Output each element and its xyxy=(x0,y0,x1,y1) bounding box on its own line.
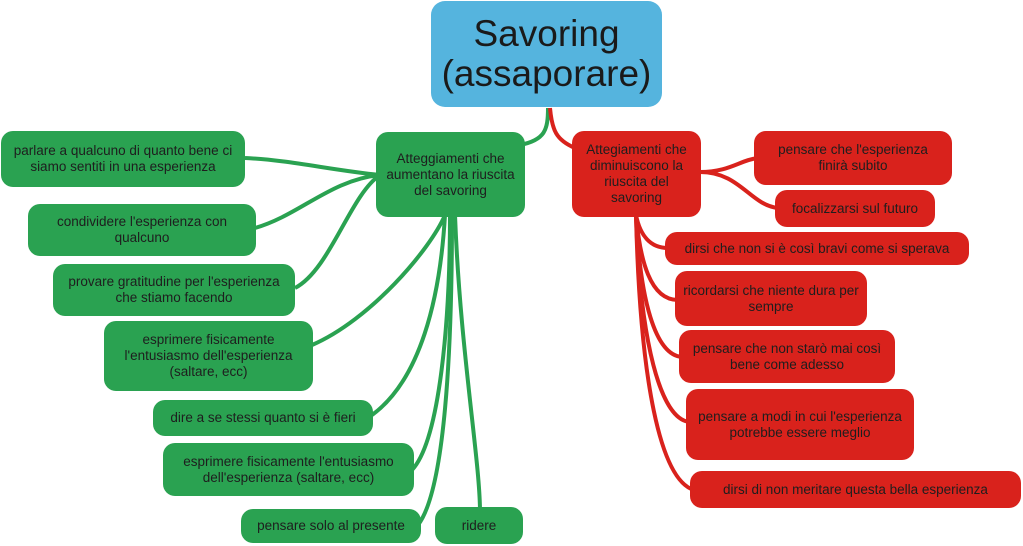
link-inc-8 xyxy=(453,214,482,513)
decrease-item-4[interactable]: ricordarsi che niente dura per sempre xyxy=(675,271,867,326)
increase-item-8[interactable]: ridere xyxy=(435,507,523,544)
decrease-item-3-label: dirsi che non si è così bravi come si sp… xyxy=(684,240,950,256)
link-dec-1 xyxy=(699,156,759,174)
link-inc-2 xyxy=(254,173,381,230)
link-dec-7 xyxy=(634,214,695,492)
link-inc-6 xyxy=(410,214,452,472)
branch-increase-label: Atteggiamenti che aumentano la riuscita … xyxy=(386,150,515,198)
root-node[interactable]: Savoring (assaporare) xyxy=(431,1,662,107)
increase-item-4-label: esprimere fisicamente l'entusiasmo dell'… xyxy=(124,332,293,379)
link-dec-2 xyxy=(699,170,779,210)
decrease-item-6-label: pensare a modi in cui l'esperienza potre… xyxy=(698,408,902,440)
decrease-item-2[interactable]: focalizzarsi sul futuro xyxy=(775,190,935,227)
branch-decrease[interactable]: Attegiamenti che diminuiscono la riuscit… xyxy=(572,131,701,217)
increase-item-4[interactable]: esprimere fisicamente l'entusiasmo dell'… xyxy=(104,321,313,391)
decrease-item-1-label: pensare che l'esperienza finirà subito xyxy=(778,142,928,173)
increase-item-3[interactable]: provare gratitudine per l'esperienza che… xyxy=(53,264,295,316)
decrease-item-1[interactable]: pensare che l'esperienza finirà subito xyxy=(754,131,952,185)
increase-item-8-label: ridere xyxy=(461,517,497,533)
increase-item-5[interactable]: dire a se stessi quanto si è fieri xyxy=(153,400,373,436)
increase-item-5-label: dire a se stessi quanto si è fieri xyxy=(170,410,356,425)
root-title-line1: Savoring xyxy=(473,13,620,54)
decrease-item-7[interactable]: dirsi di non meritare questa bella esper… xyxy=(690,471,1021,508)
decrease-item-6[interactable]: pensare a modi in cui l'esperienza potre… xyxy=(686,389,914,460)
link-inc-7 xyxy=(416,214,454,527)
increase-item-3-label: provare gratitudine per l'esperienza che… xyxy=(68,274,280,305)
decrease-item-5[interactable]: pensare che non starò mai così bene come… xyxy=(679,330,895,383)
root-title-line2: (assaporare) xyxy=(441,53,652,94)
increase-item-1[interactable]: parlare a qualcuno di quanto bene ci sia… xyxy=(1,131,245,187)
link-inc-5 xyxy=(370,214,447,417)
decrease-item-2-label: focalizzarsi sul futuro xyxy=(791,200,919,216)
increase-item-2-label: condividere l'esperienza con qualcuno xyxy=(57,214,227,245)
branch-decrease-label: Attegiamenti che diminuiscono la riuscit… xyxy=(586,142,687,205)
increase-item-1-label: parlare a qualcuno di quanto bene ci sia… xyxy=(13,143,233,174)
decrease-item-3[interactable]: dirsi che non si è così bravi come si sp… xyxy=(665,232,969,265)
link-inc-1 xyxy=(244,156,381,177)
branch-increase[interactable]: Atteggiamenti che aumentano la riuscita … xyxy=(376,132,525,217)
increase-item-6[interactable]: esprimere fisicamente l'entusiasmo dell'… xyxy=(163,443,414,496)
decrease-item-5-label: pensare che non starò mai così bene come… xyxy=(692,340,882,372)
decrease-item-4-label: ricordarsi che niente dura per sempre xyxy=(683,282,859,314)
decrease-item-7-label: dirsi di non meritare questa bella esper… xyxy=(723,481,988,497)
increase-item-7-label: pensare solo al presente xyxy=(257,518,405,533)
increase-item-7[interactable]: pensare solo al presente xyxy=(241,509,421,543)
link-inc-3 xyxy=(294,173,382,290)
link-root-decrease xyxy=(548,107,576,150)
increase-item-6-label: esprimere fisicamente l'entusiasmo dell'… xyxy=(183,453,394,485)
link-inc-4 xyxy=(311,214,447,347)
link-root-increase xyxy=(519,107,550,147)
increase-item-2[interactable]: condividere l'esperienza con qualcuno xyxy=(28,204,256,256)
